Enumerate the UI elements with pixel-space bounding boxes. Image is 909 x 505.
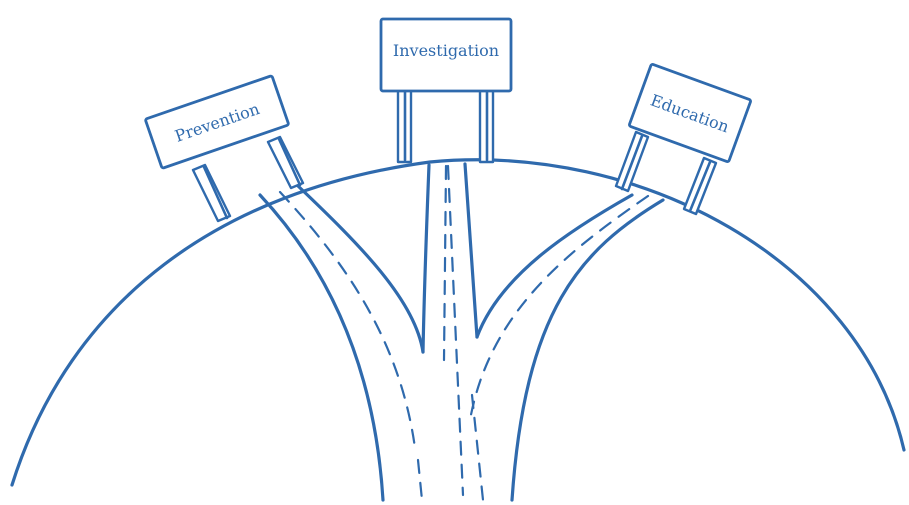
- sign-prevention: Prevention: [144, 74, 305, 223]
- road-trunk-left-dashes: [416, 458, 424, 502]
- road-right: [468, 193, 665, 502]
- road-center-centerline-a: [442, 164, 448, 362]
- road-left-centerline: [278, 190, 417, 450]
- sign-prevention-post: [191, 135, 305, 223]
- sign-education: Education: [614, 63, 752, 216]
- road-left: [258, 183, 425, 502]
- sign-investigation-post: [396, 88, 495, 164]
- hill-outline: [10, 158, 906, 487]
- sign-education-post: [614, 130, 718, 216]
- road-center-centerline-b: [446, 164, 465, 497]
- road-left-inner-edge: [295, 183, 425, 354]
- road-center-right-edge: [463, 162, 479, 339]
- road-center: [416, 162, 485, 502]
- road-left-outer-edge: [258, 193, 385, 502]
- road-center-left-edge: [421, 163, 431, 354]
- sign-investigation-board: [379, 17, 513, 93]
- road-right-inner-edge: [475, 193, 634, 339]
- road-trunk-right-dashes: [470, 393, 485, 502]
- road-right-centerline: [468, 194, 650, 422]
- sign-education-board: [628, 63, 752, 163]
- road-right-outer-edge: [510, 198, 665, 502]
- sign-prevention-board: [144, 74, 290, 170]
- sign-investigation-label: Investigation: [393, 41, 499, 60]
- sign-investigation: Investigation: [379, 17, 513, 164]
